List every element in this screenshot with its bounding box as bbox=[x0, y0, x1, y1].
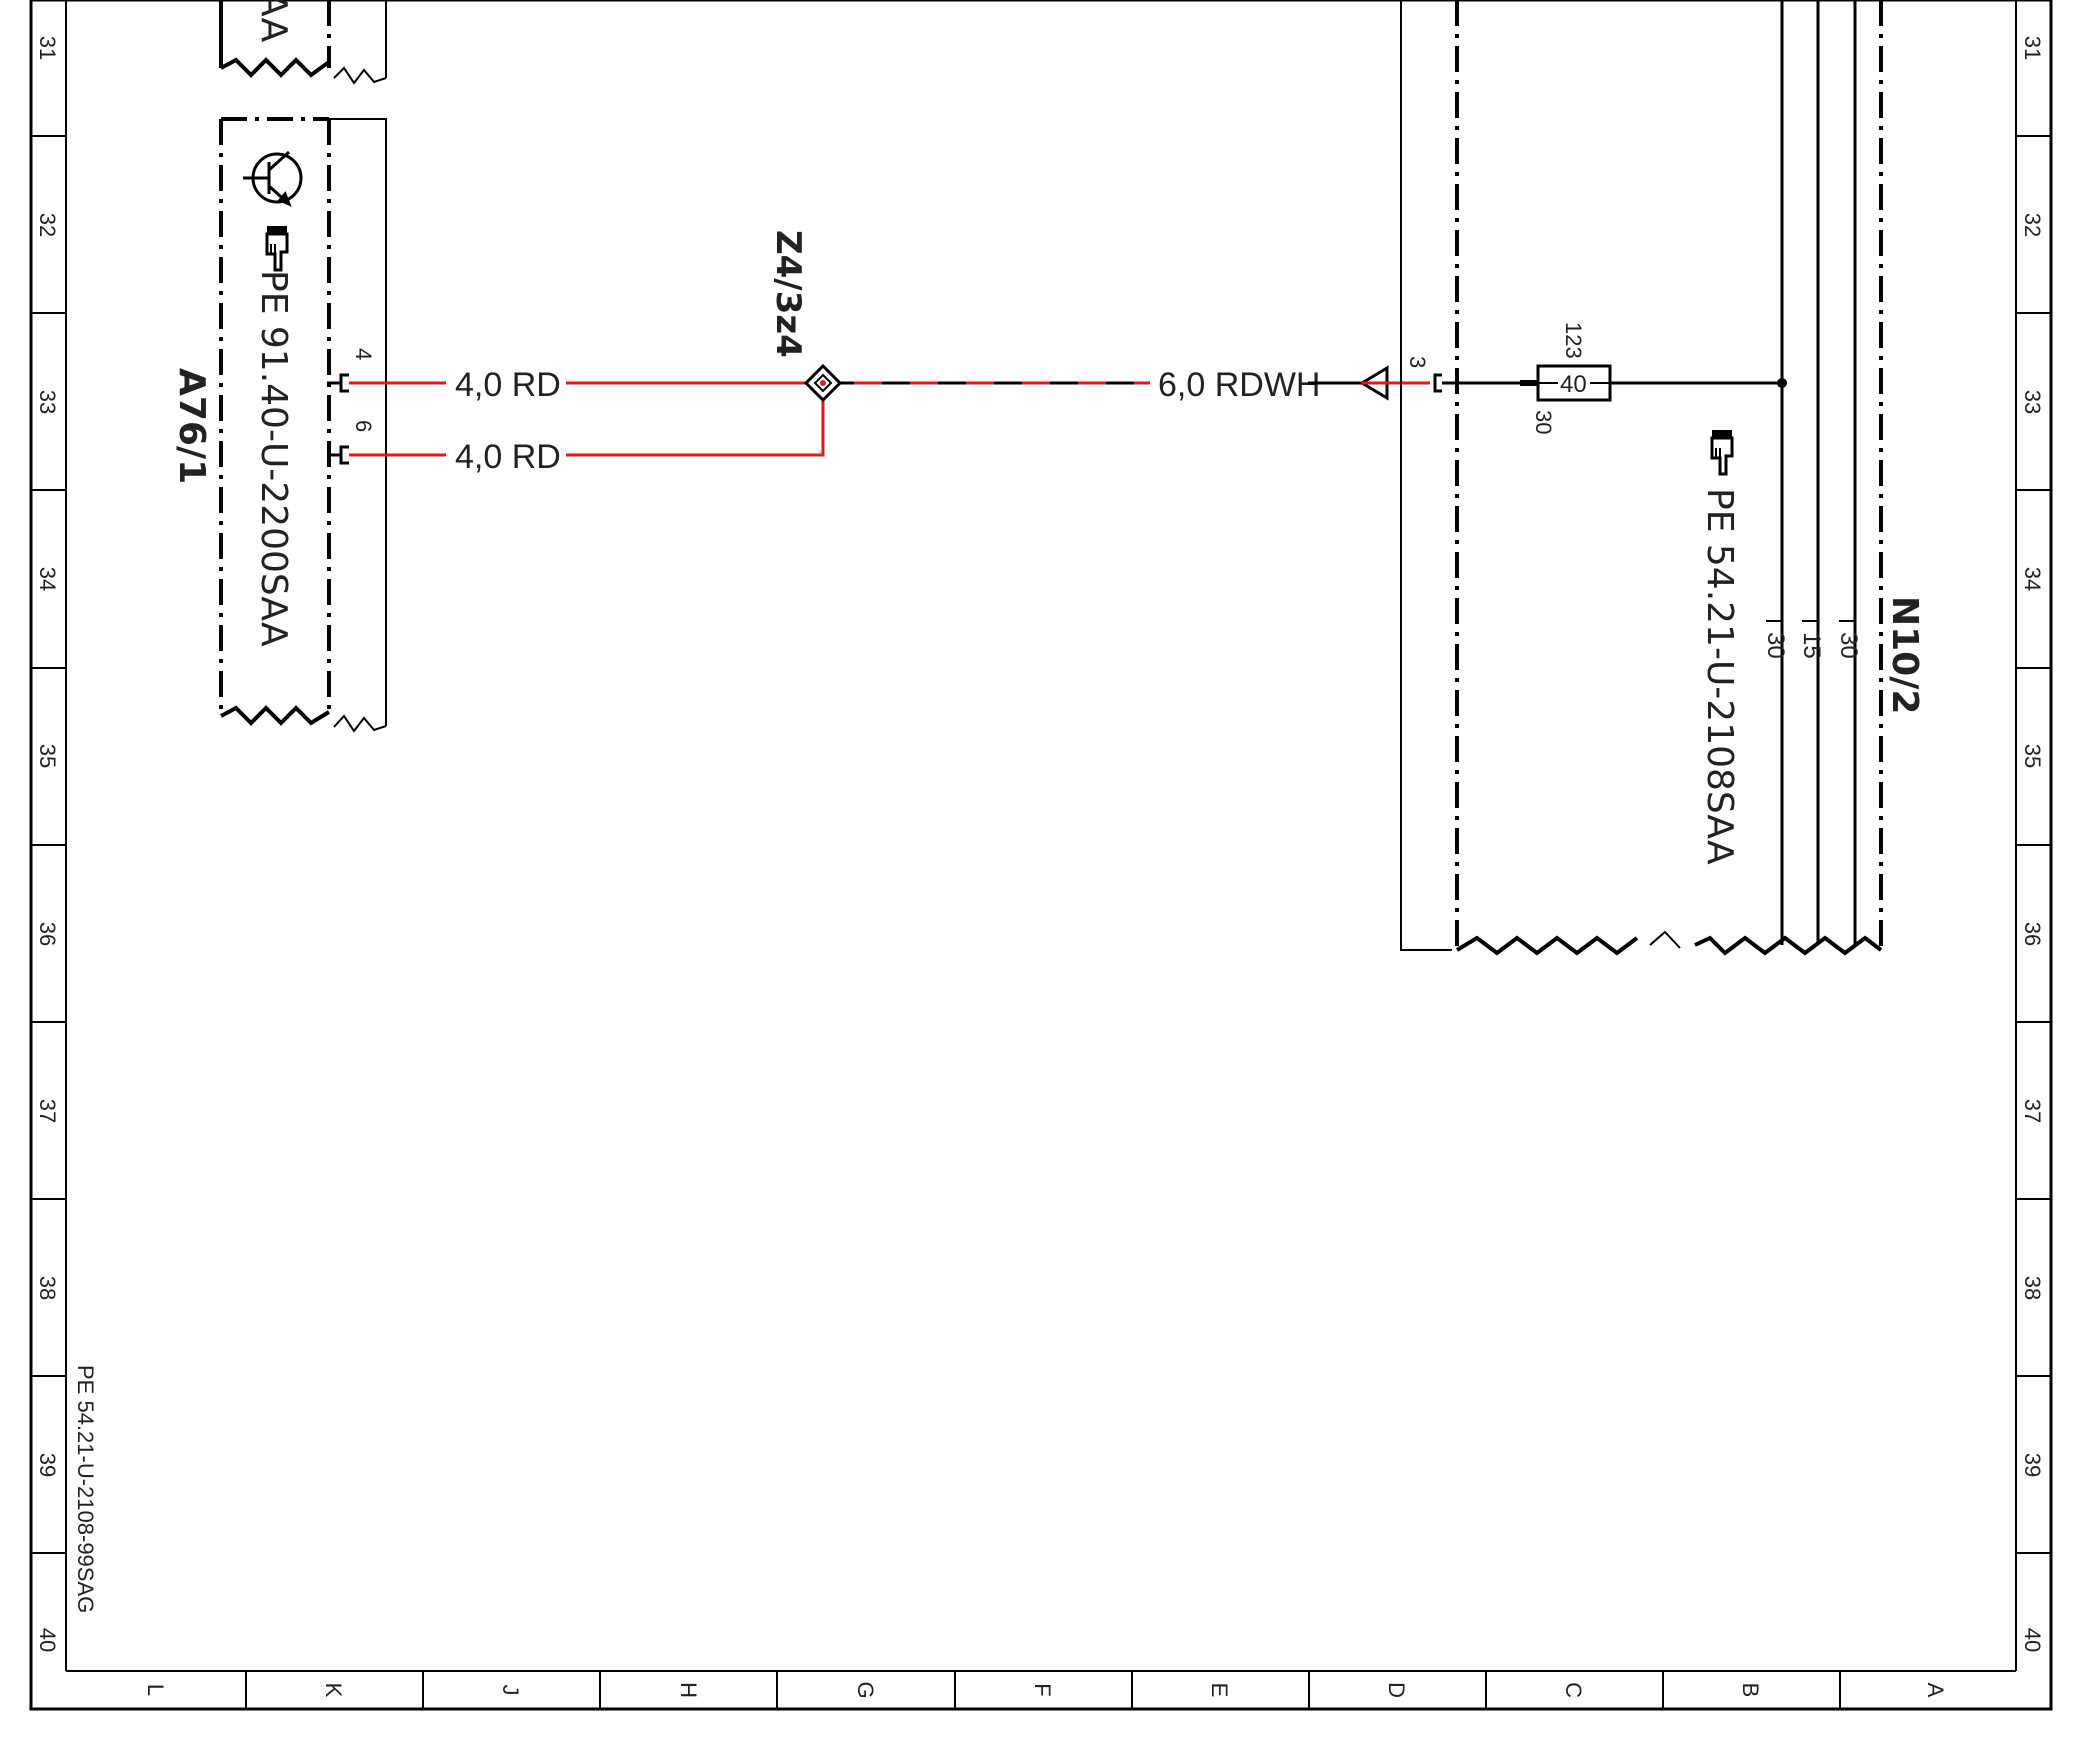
row-ticks bbox=[31, 135, 2051, 1554]
row-number: 31 bbox=[35, 36, 60, 60]
row-numbers-left: 31 32 33 34 35 36 37 38 39 40 bbox=[35, 36, 60, 1652]
column-letters: L K J H G F E D C B A bbox=[143, 1681, 1948, 1698]
row-number: 39 bbox=[35, 1453, 60, 1477]
row-number: 38 bbox=[35, 1276, 60, 1300]
column-letter: B bbox=[1738, 1683, 1763, 1698]
bus-label: 30 bbox=[1835, 632, 1862, 659]
row-number: 40 bbox=[2020, 1628, 2045, 1652]
a76-pin-4 bbox=[327, 373, 349, 393]
column-letter: E bbox=[1207, 1683, 1232, 1698]
n10-pin-3 bbox=[1433, 373, 1457, 393]
row-number: 38 bbox=[2020, 1276, 2045, 1300]
column-letter: G bbox=[853, 1681, 878, 1698]
row-number: 34 bbox=[2020, 567, 2045, 591]
column-letter: C bbox=[1561, 1682, 1586, 1698]
column-letter: H bbox=[676, 1682, 701, 1698]
column-ticks bbox=[245, 1671, 1841, 1709]
column-letter: L bbox=[143, 1684, 168, 1696]
fuse-40a: 40 123 30 bbox=[1527, 322, 1621, 434]
wire-label: 4,0 RD bbox=[455, 438, 561, 476]
column-letter: K bbox=[321, 1683, 346, 1698]
row-number: 31 bbox=[2020, 36, 2045, 60]
row-number: 37 bbox=[2020, 1099, 2045, 1123]
row-number: 33 bbox=[35, 390, 60, 414]
partial-component-top: AA bbox=[219, 0, 387, 85]
row-number: 35 bbox=[35, 744, 60, 768]
fuse-number: 123 bbox=[1561, 322, 1586, 359]
n10-component: 30 15 30 3 40 123 30 PE 54.21-U-210 bbox=[1400, 0, 1925, 956]
a76-pin-label: 4 bbox=[351, 348, 376, 360]
fuse-rating: 40 bbox=[1560, 371, 1587, 398]
n10-id: N10/2 bbox=[1884, 596, 1925, 714]
partial-ref-text: AA bbox=[253, 0, 294, 43]
row-number: 32 bbox=[2020, 213, 2045, 237]
n10-reference: PE 54.21-U-2108SAA bbox=[1699, 488, 1740, 865]
n10-pin-label: 3 bbox=[1405, 356, 1430, 368]
splice-id: Z4/3z4 bbox=[768, 230, 808, 358]
wire-w2: 4,0 RD bbox=[349, 400, 825, 476]
a76-id: A76/1 bbox=[171, 368, 212, 484]
column-letter: J bbox=[498, 1685, 523, 1696]
row-numbers-right: 31 32 33 34 35 36 37 38 39 40 bbox=[2020, 36, 2045, 1652]
row-number: 39 bbox=[2020, 1453, 2045, 1477]
row-number: 33 bbox=[2020, 390, 2045, 414]
a76-component: PE 91.40-U-2200SAA A76/1 4 6 bbox=[171, 117, 387, 733]
column-letter: A bbox=[1923, 1683, 1948, 1698]
wire-label: 6,0 RDWH bbox=[1158, 366, 1320, 404]
column-letter: F bbox=[1030, 1683, 1055, 1696]
row-number: 37 bbox=[35, 1099, 60, 1123]
row-number: 36 bbox=[2020, 922, 2045, 946]
a76-pin-label: 6 bbox=[351, 420, 376, 432]
wire-w3: 6,0 RDWH bbox=[840, 365, 1430, 404]
wire-w1: 4,0 RD bbox=[349, 366, 809, 404]
footer-reference: PE 54.21-U-2108-99SAG bbox=[73, 1365, 98, 1613]
a76-pin-6 bbox=[327, 445, 349, 465]
row-number: 36 bbox=[35, 922, 60, 946]
bus-label: 15 bbox=[1798, 632, 1825, 659]
transistor-icon bbox=[243, 150, 303, 207]
splice-z4: Z4/3z4 bbox=[768, 230, 843, 403]
row-number: 35 bbox=[2020, 744, 2045, 768]
pointing-hand-icon bbox=[265, 226, 289, 272]
bus-label: 30 bbox=[1762, 632, 1789, 659]
wire-label: 4,0 RD bbox=[455, 366, 561, 404]
pointing-hand-icon bbox=[1710, 430, 1734, 476]
row-number: 40 bbox=[35, 1628, 60, 1652]
column-letter: D bbox=[1384, 1682, 1409, 1698]
row-number: 32 bbox=[35, 213, 60, 237]
fuse-terminal: 30 bbox=[1531, 410, 1556, 434]
sheet-frame bbox=[29, 0, 2053, 1711]
row-number: 34 bbox=[35, 567, 60, 591]
a76-reference: PE 91.40-U-2200SAA bbox=[253, 270, 294, 647]
